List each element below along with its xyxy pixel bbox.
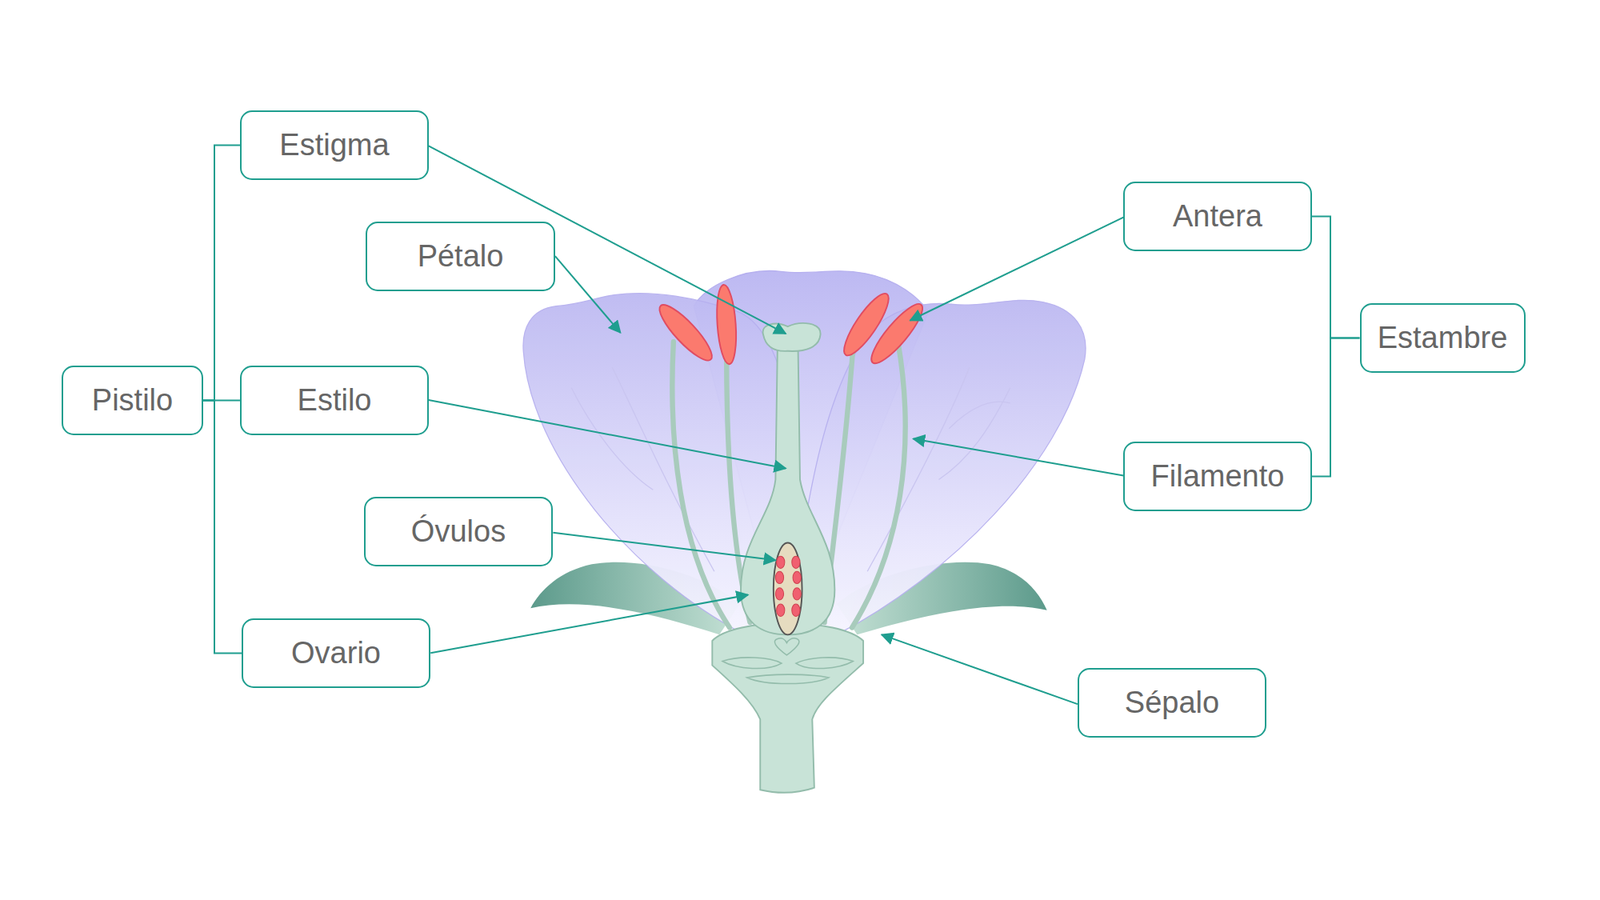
style	[740, 341, 835, 635]
part-name: Estilo	[297, 384, 372, 418]
part-name: Estambre	[1377, 321, 1508, 356]
bracket-line	[203, 145, 240, 401]
part-name: Óvulos	[411, 515, 506, 549]
bracket-line	[1312, 216, 1360, 339]
part-name: Ovario	[291, 636, 381, 671]
label-box: Antera	[1123, 181, 1312, 252]
label-box: Filamento	[1123, 441, 1312, 512]
receptacle-lens	[722, 657, 853, 684]
label-box: Estilo	[240, 365, 429, 436]
ovary-cavity	[773, 543, 803, 636]
bracket-line	[1312, 338, 1360, 477]
ovules	[775, 556, 801, 616]
receptacle	[712, 623, 864, 793]
label-box: Estigma	[240, 110, 429, 180]
receptacle-heart	[774, 638, 800, 656]
stigma	[763, 323, 821, 352]
label-box: Estambre	[1360, 303, 1526, 373]
part-name: Sépalo	[1124, 686, 1220, 720]
label-box: Ovario	[241, 618, 431, 688]
part-name: Pétalo	[417, 240, 504, 274]
label-box: Pistilo	[61, 365, 204, 436]
bracket-line	[203, 400, 242, 654]
part-name: Pistilo	[92, 384, 173, 418]
part-name: Estigma	[279, 128, 389, 163]
part-name: Antera	[1172, 200, 1263, 234]
label-box: Sépalo	[1077, 668, 1267, 738]
label-box: Pétalo	[365, 221, 556, 292]
label-box: Óvulos	[364, 496, 553, 567]
part-name: Filamento	[1151, 460, 1285, 494]
